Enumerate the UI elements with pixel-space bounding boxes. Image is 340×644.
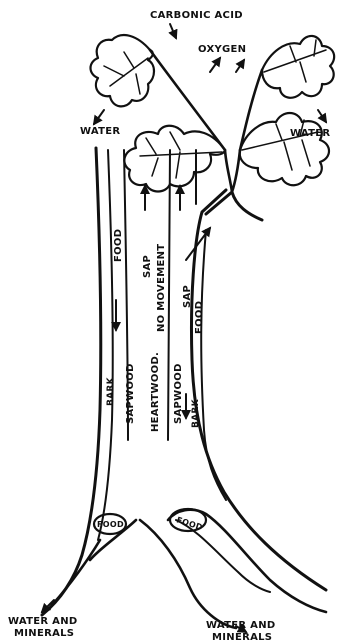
- leaf-right-upper: [262, 36, 334, 98]
- label-heartwood: HEARTWOOD.: [150, 352, 161, 432]
- twig-fork: [225, 150, 240, 192]
- leaf-left-upper: [91, 35, 155, 106]
- bark-line-right: [201, 230, 226, 500]
- label-food-right: FOOD: [194, 301, 205, 334]
- label-water-and-right: WATER AND: [206, 620, 276, 631]
- label-minerals-right: MINERALS: [212, 632, 272, 643]
- twig-left: [150, 50, 225, 150]
- label-sap-right: SAP: [182, 285, 193, 308]
- root-left: [52, 520, 236, 628]
- arrow-oxygen-right: [236, 60, 244, 72]
- label-water-left: WATER: [80, 126, 120, 137]
- label-water-and-left: WATER AND: [8, 616, 78, 627]
- arrow-carbonic-acid: [170, 24, 176, 38]
- twig-right: [240, 70, 262, 150]
- label-bark-left: BARK: [106, 376, 116, 406]
- label-water-right: WATER: [290, 128, 330, 139]
- leaf-right-lower: [240, 113, 329, 185]
- label-oxygen: OXYGEN: [198, 44, 246, 55]
- leaf-left-upper-veins: [104, 52, 148, 94]
- label-minerals-left: MINERALS: [14, 628, 74, 639]
- label-food-root-left: FOOD: [97, 520, 124, 529]
- arrow-water-left: [94, 110, 104, 124]
- trunk-right-edge: [191, 190, 326, 590]
- leaf-right-upper-veins: [264, 40, 326, 82]
- label-sapwood-left: SAPWOOD: [125, 363, 136, 424]
- sapwood-line-right: [168, 150, 170, 440]
- label-carbonic-acid: CARBONIC ACID: [150, 10, 243, 21]
- arrow-oxygen-left: [210, 58, 220, 72]
- label-sap-left: SAP: [142, 255, 153, 278]
- label-food-left: FOOD: [113, 229, 124, 262]
- branch-outline: [206, 192, 262, 220]
- label-sapwood-right: SAPWOOD: [173, 363, 184, 424]
- label-bark-right: BARK: [191, 398, 201, 428]
- arrow-water-right: [318, 110, 326, 122]
- label-no-movement: NO MOVEMENT: [156, 244, 167, 332]
- trunk-left-edge: [42, 148, 101, 615]
- leaf-left-lower: [124, 126, 225, 192]
